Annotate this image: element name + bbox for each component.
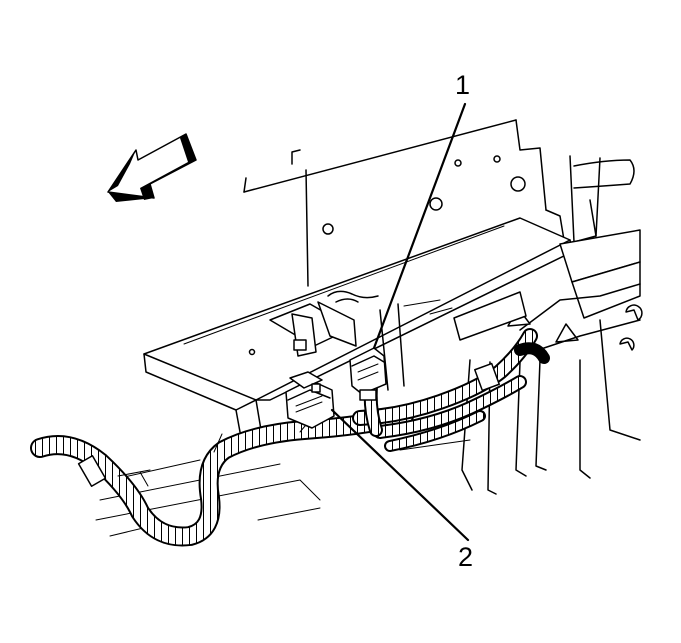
mounting-bracket — [269, 290, 379, 357]
leader-line-1 — [372, 102, 467, 350]
leader-line-2 — [330, 408, 470, 542]
callout-label-2: 2 — [458, 542, 474, 572]
crossmember — [143, 217, 573, 437]
connector-2 — [285, 371, 335, 429]
callout-label-1: 1 — [455, 70, 471, 100]
callout-leaders — [330, 102, 470, 542]
connector-1 — [349, 347, 387, 401]
right-frame-rail — [403, 155, 643, 495]
front-direction-arrow-icon — [107, 133, 197, 202]
